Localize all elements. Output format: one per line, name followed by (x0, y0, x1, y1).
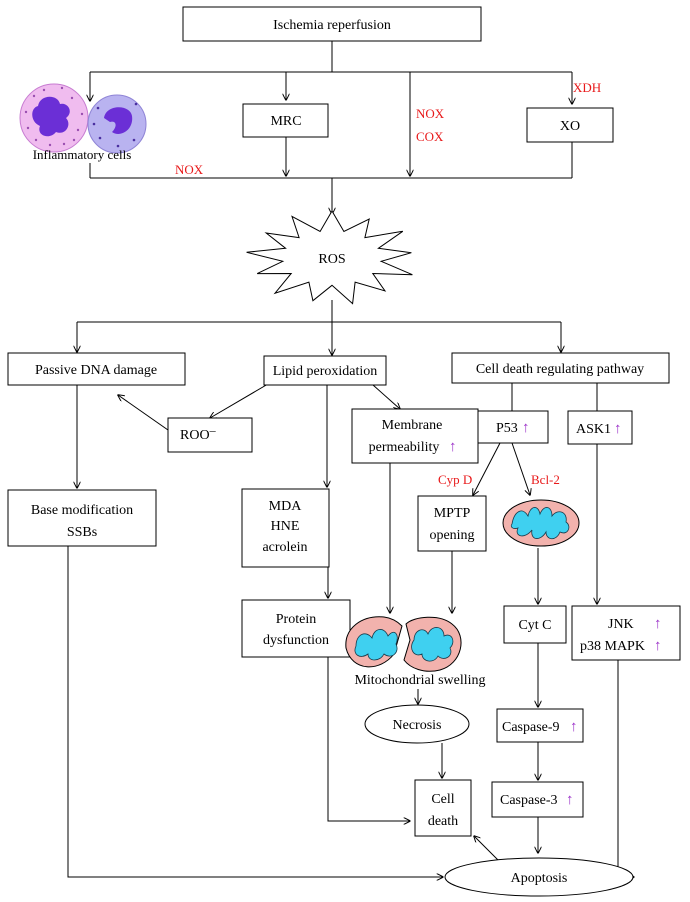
jnk-label: JNK (608, 617, 634, 632)
ros-starburst (246, 210, 413, 305)
neutrophil-granules (24, 86, 84, 147)
base-modification-label: Base modification (31, 503, 133, 518)
permeability-label: permeability (369, 440, 440, 455)
arrow-p53-to-mptp (473, 442, 501, 495)
p38-mapk-label: p38 MAPK (580, 639, 645, 654)
protein-label: Protein (276, 612, 316, 627)
arrow-lipid-to-membrane (372, 384, 400, 409)
caspase-3-box (491, 781, 584, 818)
opening-label: opening (429, 528, 474, 543)
mitochondrion-icon (502, 499, 580, 547)
cox-label: COX (416, 129, 444, 144)
caspase-9-box (496, 708, 584, 743)
cyp-d-label: Cyp D (438, 472, 472, 487)
mitochondrial-swelling-label: Mitochondrial swelling (354, 673, 485, 688)
p38-up-arrow: ↑ (654, 638, 662, 654)
arrow-lipid-to-roo (210, 383, 269, 418)
arrow-roo-to-dna (118, 395, 169, 431)
arrow-base-to-apoptosis (67, 546, 443, 877)
cell-death-regulating-pathway-box (451, 352, 670, 384)
xo-label: XO (560, 119, 580, 134)
boxes (7, 6, 681, 897)
ask1-up-arrow: ↑ (614, 421, 622, 437)
arrow-jnk-to-apoptosis (617, 660, 634, 877)
node-labels: Ischemia reperfusion MRC XO Inflammatory… (31, 18, 662, 886)
cyt-c-label: Cyt C (518, 618, 551, 633)
necrosis-ellipse (364, 704, 470, 744)
p53-label: P53 (496, 421, 518, 436)
ros-label: ROS (318, 252, 345, 267)
connectors (67, 41, 634, 877)
acrolein-label: acrolein (262, 540, 307, 555)
ask1-label: ASK1 (576, 422, 611, 437)
bcl-2-label: Bcl-2 (531, 472, 560, 487)
inflammatory-cells-illustration (19, 83, 147, 154)
hne-label: HNE (271, 519, 300, 534)
monocyte-nucleus (104, 107, 133, 135)
ssbs-label: SSBs (67, 525, 97, 540)
roo-label: ROO– (180, 423, 217, 443)
nox-bottom-label: NOX (175, 162, 204, 177)
xo-box (526, 107, 614, 143)
passive-dna-damage-box (7, 352, 186, 386)
arrow-p53-to-mito (511, 442, 530, 495)
cyt-c-box (503, 605, 567, 644)
base-modification-box (7, 489, 157, 547)
caspase-3-up-arrow: ↑ (566, 792, 574, 808)
mrc-label: MRC (270, 114, 301, 129)
protein-dysfunction-box (241, 599, 351, 658)
membrane-label: Membrane (382, 418, 443, 433)
mptp-opening-box (417, 495, 487, 552)
xdh-label: XDH (573, 80, 601, 95)
mda-hne-acrolein-box (241, 488, 330, 568)
cell-death-box (414, 779, 472, 837)
inflammatory-cells-label: Inflammatory cells (33, 147, 132, 162)
apoptosis-ellipse (444, 857, 634, 897)
dysfunction-label: dysfunction (263, 633, 329, 648)
neutrophil-nucleus (32, 96, 70, 137)
membrane-permeability-box (351, 408, 479, 464)
ask1-box (567, 410, 633, 445)
lipid-peroxidation-label: Lipid peroxidation (273, 364, 378, 379)
jnk-up-arrow: ↑ (654, 616, 662, 632)
mptp-label: MPTP (434, 506, 471, 521)
apoptosis-label: Apoptosis (511, 871, 568, 886)
roo-box (167, 417, 253, 453)
ischemia-reperfusion-label: Ischemia reperfusion (273, 18, 391, 33)
caspase-9-up-arrow: ↑ (570, 719, 578, 735)
arrow-apoptosis-to-celldeath (474, 836, 501, 863)
cell-death-regulating-pathway-label: Cell death regulating pathway (476, 362, 644, 377)
monocyte-granules (92, 102, 138, 148)
necrosis-label: Necrosis (393, 718, 442, 733)
p53-box (477, 410, 549, 444)
mda-label: MDA (269, 499, 303, 514)
caspase-3-label: Caspase-3 (500, 793, 558, 808)
cell-label: Cell (431, 792, 454, 807)
swollen-mitochondrion-icon (345, 616, 462, 672)
ischemia-reperfusion-box (182, 6, 482, 42)
nox-top-label: NOX (416, 106, 445, 121)
red-enzyme-labels: XDH NOX COX NOX Cyp D Bcl-2 (175, 80, 601, 487)
membrane-up-arrow: ↑ (449, 439, 457, 455)
jnk-p38-box (571, 605, 681, 661)
p53-up-arrow: ↑ (522, 420, 530, 436)
passive-dna-damage-label: Passive DNA damage (35, 363, 157, 378)
arrow-protein-to-celldeath (327, 640, 410, 821)
lipid-peroxidation-box (263, 355, 387, 386)
caspase-9-label: Caspase-9 (502, 720, 560, 735)
mrc-box (242, 103, 329, 138)
death-label: death (428, 814, 458, 829)
